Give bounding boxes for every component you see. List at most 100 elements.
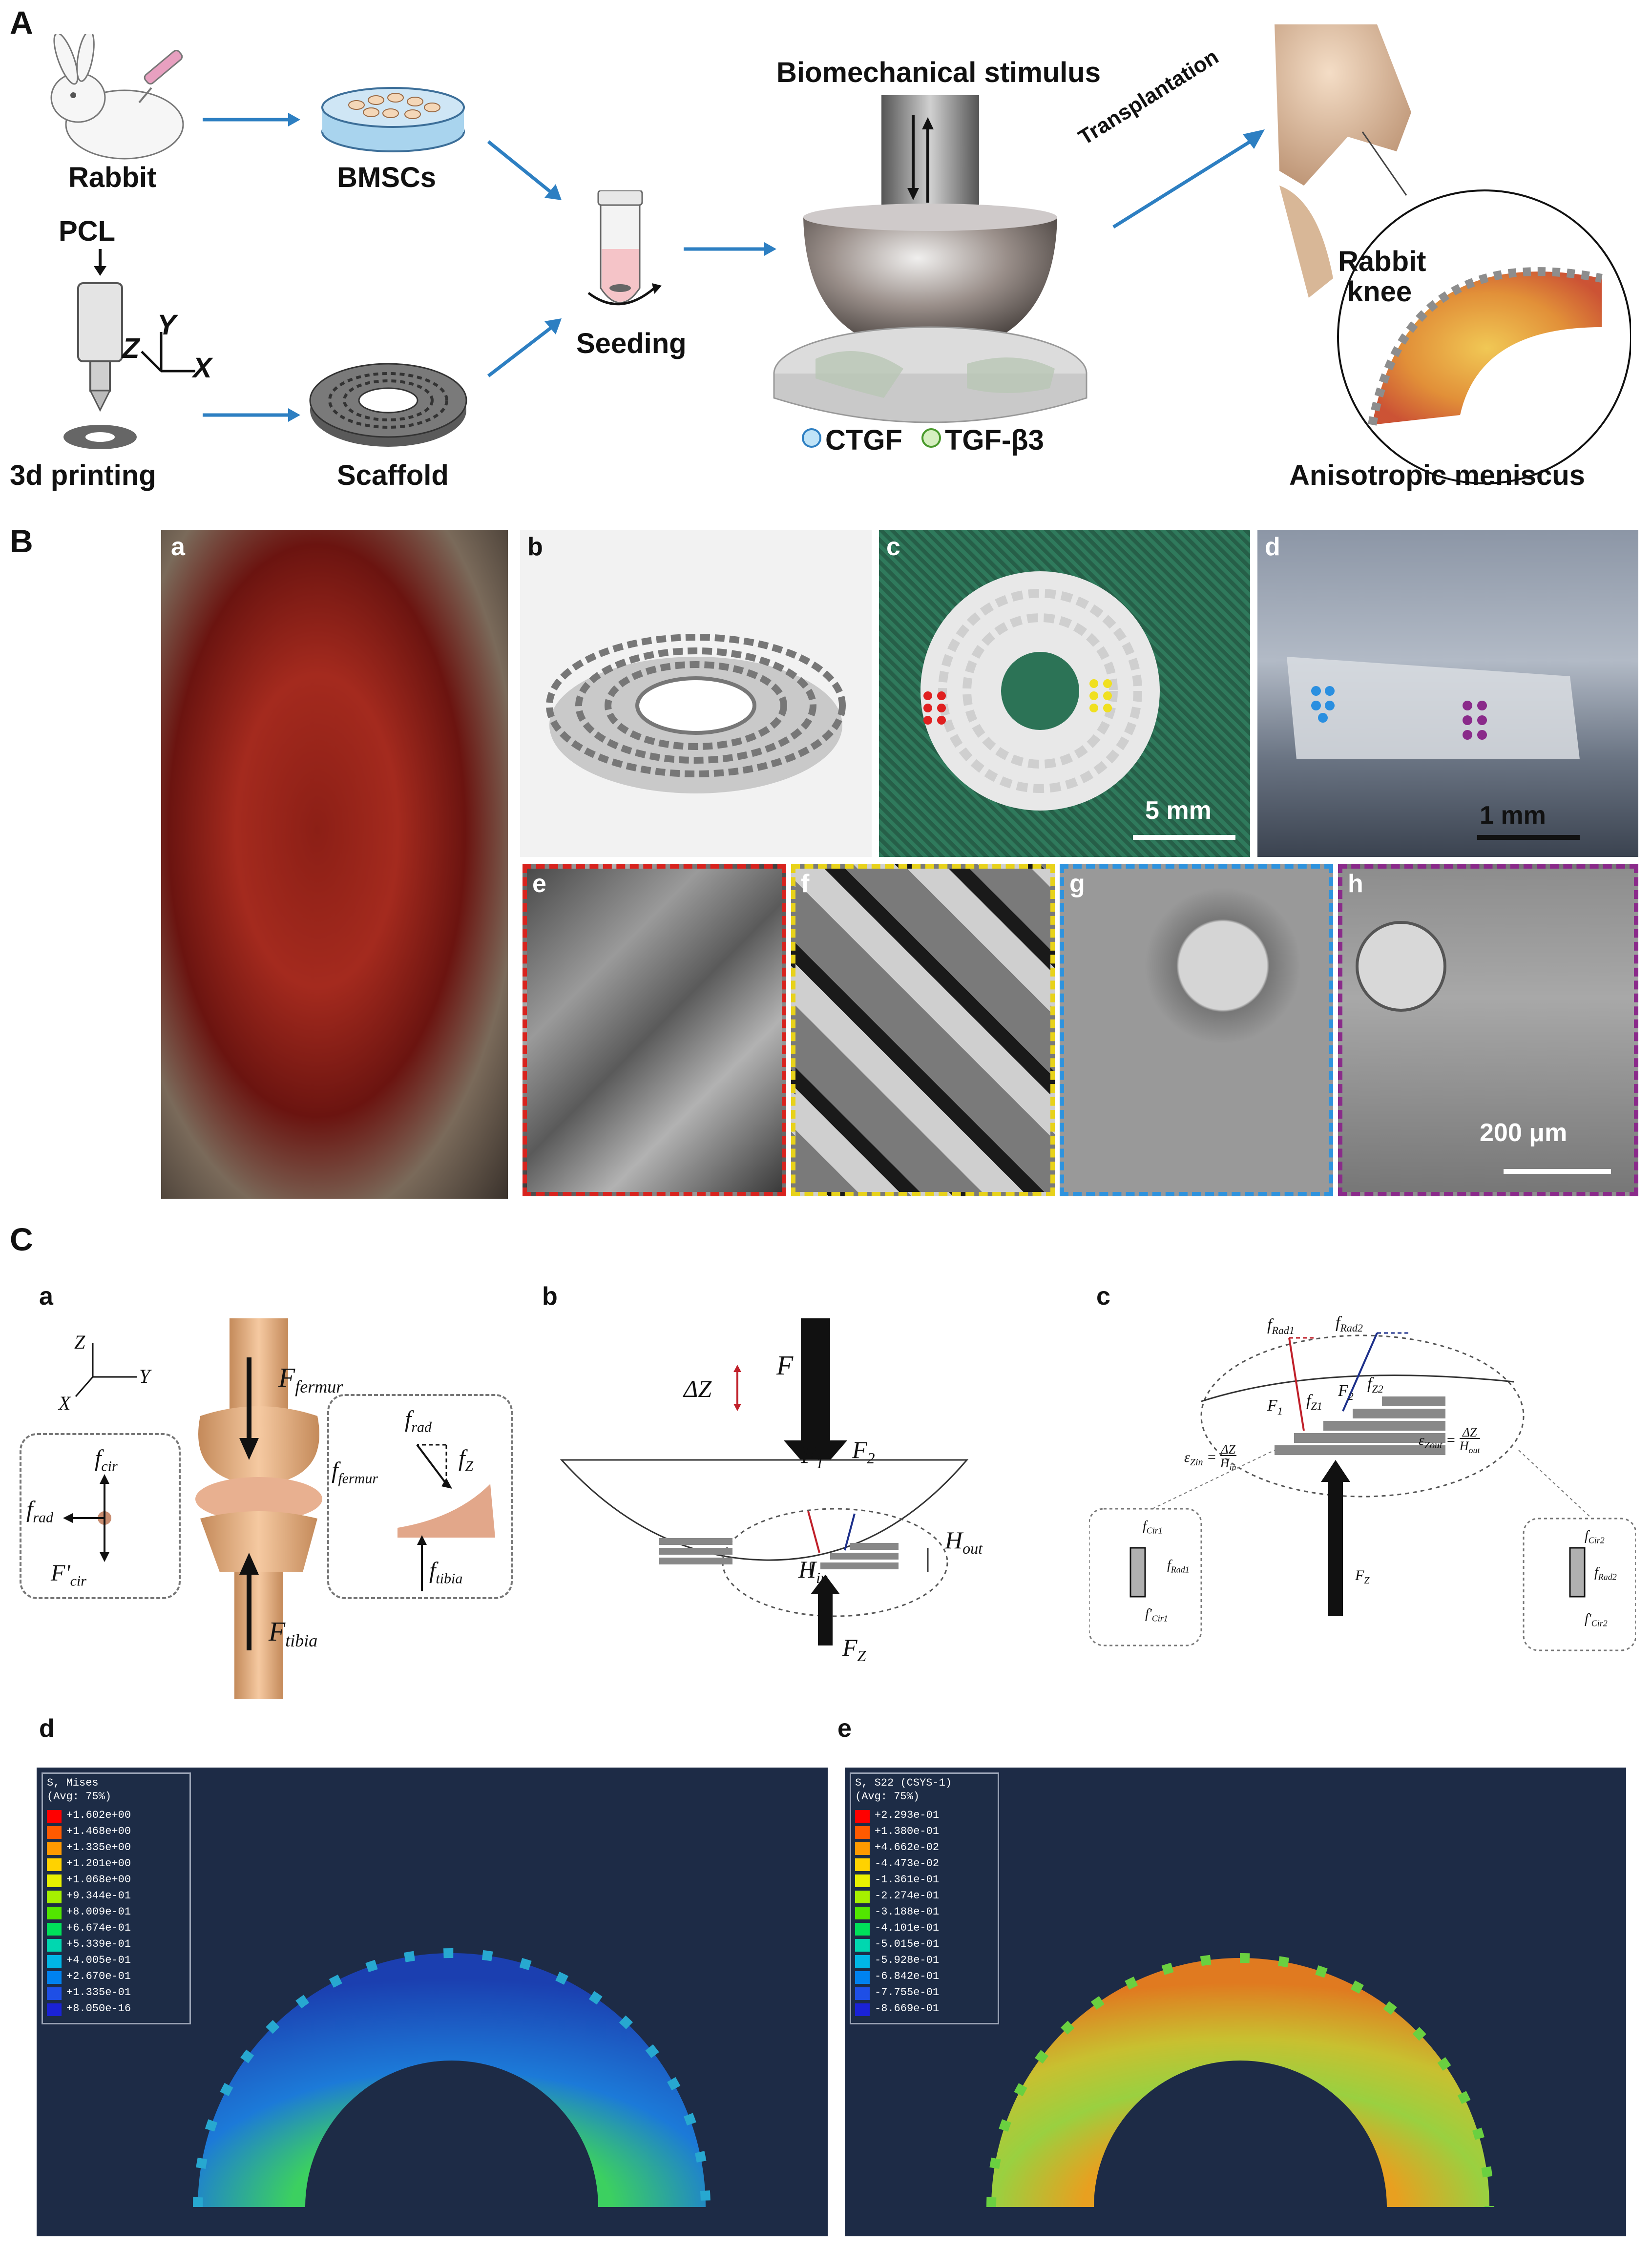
arrow-printer-scaffold — [203, 408, 300, 422]
sub-cc-letter: c — [1096, 1282, 1110, 1311]
cc-l-cir1b: f'Cir1 — [1145, 1606, 1168, 1624]
s22-legend: S, S22 (CSYS-1) (Avg: 75%) +2.293e-01+1.… — [850, 1772, 999, 2024]
legend-value: +1.068e+00 — [66, 1874, 131, 1886]
cb-H-in-base: H — [798, 1556, 816, 1583]
legend-value: +1.335e-01 — [66, 1986, 131, 1999]
cc-F2-sub: 2 — [1348, 1390, 1354, 1402]
cc-F2: F2 — [1338, 1382, 1354, 1403]
ca-f-tibia-base: F — [269, 1617, 286, 1647]
legend-row: +1.335e-01 — [47, 1985, 184, 2000]
legend-row: +2.293e-01 — [855, 1808, 992, 1823]
cc-l-rad1-base: f — [1167, 1558, 1171, 1573]
legend-row: +1.201e+00 — [47, 1856, 184, 1871]
legend-row: -6.842e-01 — [855, 1969, 992, 1984]
arrow-transplantation — [1112, 129, 1265, 229]
legend-value: -1.361e-01 — [875, 1874, 940, 1886]
ca-fr-z-base: f — [459, 1445, 465, 1471]
cb-F2-base: F — [852, 1436, 867, 1463]
ca-f-fermur: Ffermur — [278, 1362, 343, 1397]
cc-eq-in-den-sub: in — [1229, 1462, 1236, 1473]
sub-bg-letter: g — [1069, 870, 1085, 898]
legend-value: +2.293e-01 — [875, 1809, 940, 1821]
cc-r-cir2b-base: f' — [1585, 1611, 1591, 1626]
rabbit-knee-label: Rabbit knee — [1338, 246, 1426, 308]
cc-F-z: FZ — [1355, 1567, 1369, 1586]
legend-row: +1.468e+00 — [47, 1824, 184, 1839]
mises-legend-avg: (Avg: 75%) — [47, 1791, 112, 1803]
legend-value: -8.669e-01 — [875, 2002, 940, 2015]
legend-swatch — [855, 1939, 870, 1952]
legend-row: +6.674e-01 — [47, 1921, 184, 1936]
legend-row: +4.662e-02 — [855, 1840, 992, 1855]
legend-swatch — [47, 1826, 62, 1839]
bmscs-label: BMSCs — [337, 162, 437, 193]
ca-f-rad-sub: rad — [33, 1509, 54, 1526]
legend-swatch — [855, 1955, 870, 1968]
cc-fz1-base: f — [1306, 1392, 1311, 1410]
legend-value: -2.274e-01 — [875, 1890, 940, 1902]
ca-fr-rad-base: f — [405, 1406, 412, 1432]
panel-b-letter: B — [10, 523, 33, 559]
legend-swatch — [855, 1923, 870, 1936]
cc-l-cir1b-sub: Cir1 — [1151, 1613, 1168, 1624]
legend-swatch — [47, 1955, 62, 1968]
cc-F1: F1 — [1267, 1396, 1283, 1417]
ca-fr-fermur-sub: fermur — [338, 1470, 378, 1487]
cc-fz1-sub: Z1 — [1311, 1399, 1322, 1412]
legend-swatch — [47, 1939, 62, 1952]
legend-swatch — [855, 2003, 870, 2016]
scale-1mm-label: 1 mm — [1480, 801, 1546, 830]
legend-value: -6.842e-01 — [875, 1970, 940, 1982]
legend-value: +6.674e-01 — [66, 1922, 131, 1934]
legend-swatch — [47, 2003, 62, 2016]
cc-f-rad2-sub: Rad2 — [1340, 1321, 1363, 1334]
stimulus-label: Biomechanical stimulus — [776, 57, 1101, 88]
cb-H-out-base: H — [945, 1526, 963, 1554]
cc-f-rad1-base: f — [1267, 1316, 1272, 1334]
cc-l-rad1-sub: Rad1 — [1171, 1564, 1190, 1575]
legend-swatch — [47, 1810, 62, 1823]
legend-value: -4.101e-01 — [875, 1922, 940, 1934]
cc-r-cir2b: f'Cir2 — [1585, 1611, 1608, 1629]
legend-value: -5.928e-01 — [875, 1954, 940, 1966]
ca-fr-rad: frad — [405, 1406, 432, 1436]
coord-triad-ca — [75, 1343, 137, 1397]
sub-cb-letter: b — [542, 1282, 558, 1311]
legend-swatch — [47, 1842, 62, 1855]
legend-row: +2.670e-01 — [47, 1969, 184, 1984]
s22-legend-title: S, S22 (CSYS-1) — [855, 1777, 952, 1789]
sub-ba-letter: a — [171, 533, 185, 561]
cc-l-cir1b-base: f' — [1145, 1606, 1152, 1622]
arrow-bmscs-seeding — [487, 140, 562, 200]
cb-F: F — [776, 1351, 794, 1381]
cc-r-rad2-base: f — [1594, 1565, 1598, 1580]
cc-r-cir2: fCir2 — [1585, 1528, 1605, 1546]
cb-H-out-sub: out — [962, 1540, 983, 1557]
cc-fz2-base: f — [1367, 1374, 1372, 1393]
legend-swatch — [855, 1858, 870, 1871]
cb-F-z-base: F — [842, 1634, 857, 1661]
ca-f-fermur-sub: fermur — [295, 1377, 343, 1397]
sub-cd-letter: d — [39, 1714, 55, 1743]
cb-F-z-sub: Z — [857, 1647, 866, 1665]
ca-f-cir-prime: F'cir — [51, 1560, 86, 1590]
legend-value: -5.015e-01 — [875, 1938, 940, 1950]
legend-swatch — [855, 1826, 870, 1839]
legend-swatch — [855, 1987, 870, 2000]
printer-illustration — [63, 249, 137, 449]
sub-be-letter: e — [532, 870, 546, 898]
sub-bf-letter: f — [801, 870, 810, 898]
ca-f-cir-prime-base: F' — [51, 1560, 70, 1586]
cc-F1-sub: 1 — [1277, 1404, 1283, 1417]
cc-eq-out-den: H — [1459, 1439, 1469, 1453]
cc-l-cir1-sub: Cir1 — [1146, 1525, 1163, 1536]
legend-swatch — [47, 1858, 62, 1871]
rabbit-illustration — [50, 34, 184, 160]
s22-legend-avg: (Avg: 75%) — [855, 1791, 920, 1803]
legend-value: +1.602e+00 — [66, 1809, 131, 1821]
cc-F-z-base: F — [1355, 1567, 1364, 1583]
cc-f-rad2: fRad2 — [1336, 1313, 1363, 1334]
cb-F1: F1 — [801, 1440, 824, 1472]
ca-axis-y: Y — [139, 1365, 150, 1387]
